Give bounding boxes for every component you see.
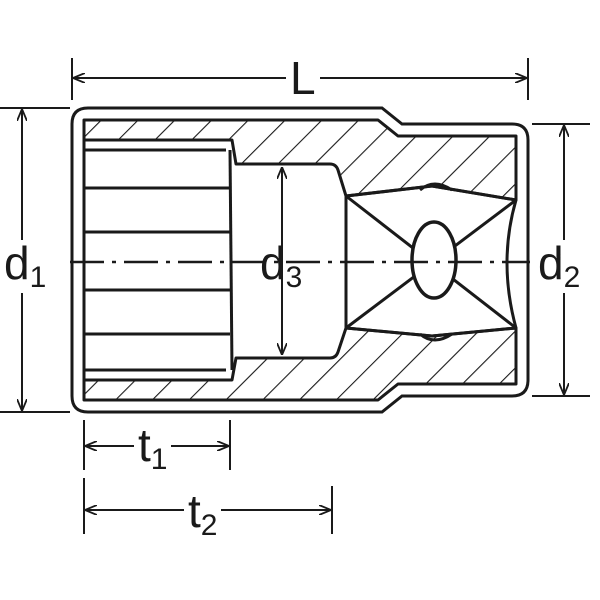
twelve-point-opening xyxy=(82,140,234,380)
label-t2: t2 xyxy=(184,485,222,542)
lower-wall-section xyxy=(82,326,518,402)
ball-detent-hole xyxy=(410,220,458,300)
label-L-symbol: L xyxy=(290,52,316,104)
label-d3: d3 xyxy=(256,240,306,293)
label-d2-symbol: d xyxy=(538,237,564,289)
label-t2-symbol: t xyxy=(188,485,201,537)
label-d1-symbol: d xyxy=(4,237,30,289)
detent-hole-top-arc xyxy=(419,182,453,192)
label-t1-symbol: t xyxy=(138,419,151,471)
label-t1-subscript: 1 xyxy=(150,443,168,476)
label-d3-subscript: 3 xyxy=(285,261,303,294)
label-d2-subscript: 2 xyxy=(563,261,581,294)
label-t2-subscript: 2 xyxy=(200,509,218,542)
label-d1-subscript: 1 xyxy=(29,261,47,294)
upper-wall-section xyxy=(82,118,518,202)
label-t1: t1 xyxy=(134,419,172,476)
label-d3-symbol: d xyxy=(260,237,286,289)
label-d1: d1 xyxy=(0,237,51,294)
label-d2: d2 xyxy=(534,237,585,294)
label-L: L xyxy=(286,55,320,101)
socket-outer-outline xyxy=(70,106,530,414)
detent-hole-bottom-arc xyxy=(419,332,453,342)
